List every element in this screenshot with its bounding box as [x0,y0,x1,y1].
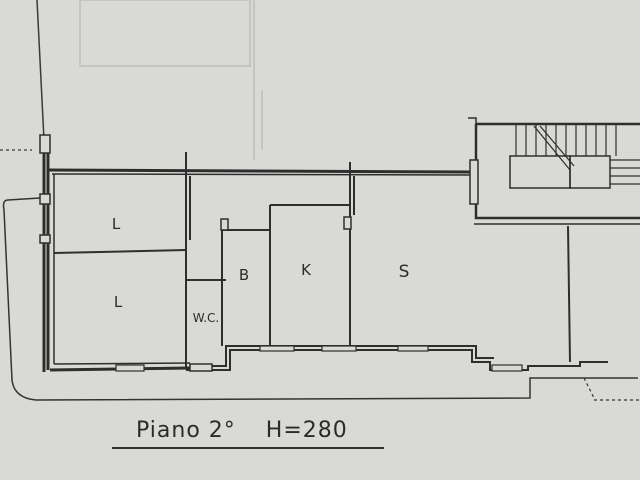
room-label-living-lower: L [113,293,123,311]
property-boundary-left [36,0,45,141]
south-wall [186,345,608,371]
wall-inner-lines [51,173,471,365]
caption-underline [112,447,384,449]
floor-caption: Piano 2° H=280 [136,418,348,443]
left-windows [39,134,51,244]
room-label-wc: W.C. [192,311,220,325]
ghost-lines [79,0,263,160]
room-label-living-upper: L [111,215,121,233]
exterior-walls [42,138,473,372]
room-label-stair: S [398,262,410,282]
floor-level-label: Piano 2° [136,418,236,443]
site-outline [2,197,638,401]
ceiling-height-label: H=280 [265,418,348,443]
room-label-bath: B [238,266,250,284]
stair-block [468,117,640,225]
south-windows [115,345,523,372]
room-label-kitchen: K [301,261,311,279]
boundary-dash-right [583,377,595,399]
door-jambs [189,216,352,372]
interior-walls [53,152,571,368]
